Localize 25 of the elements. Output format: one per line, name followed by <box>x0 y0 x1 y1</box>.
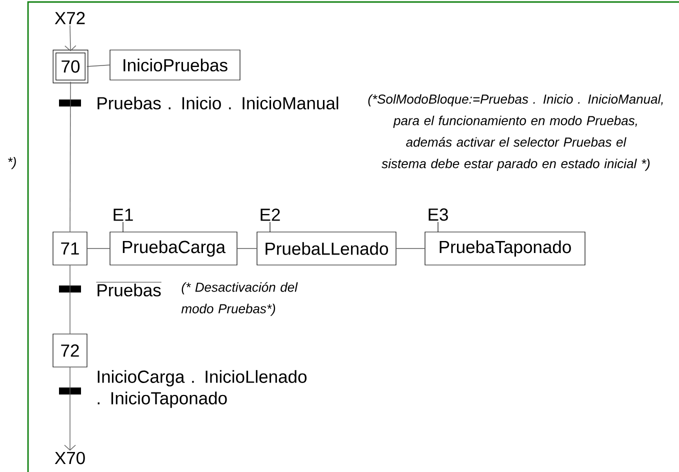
action-box: PruebaCarga <box>110 232 238 266</box>
comment-text: (* Desactivación del modo Pruebas*) <box>181 282 298 316</box>
variable-label: E3 <box>428 208 448 221</box>
action-box: PruebaTaponado <box>424 232 586 266</box>
arrow <box>64 366 76 451</box>
action-box: InicioPruebas <box>110 50 240 80</box>
step-box: 71 <box>52 232 88 266</box>
connector-line <box>236 248 258 249</box>
arrow <box>64 24 76 52</box>
step-reference: X72 <box>54 12 85 24</box>
step-reference: X70 <box>54 452 85 464</box>
action-box: PruebaLLenado <box>256 232 396 266</box>
step-box: 72 <box>52 334 88 368</box>
connector-line <box>86 64 110 67</box>
transition-condition: InicioCarga . InicioLlenado . InicioTaponado <box>98 370 307 408</box>
initial-step-box: 70 <box>52 50 88 84</box>
comment-text: *) <box>8 156 16 170</box>
variable-label: E2 <box>260 208 280 221</box>
variable-label: E1 <box>114 208 133 221</box>
comment-text: (*SolModoBloque:=Pruebas . Inicio . InicioManual, para el funcionamiento en modo Pruebas, además activar el selector Pruebas el sistema debe estar parado en estado inicial *) <box>368 94 663 171</box>
connector-line <box>86 248 110 249</box>
transition-condition: Pruebas <box>96 282 162 296</box>
connector-line <box>396 248 426 249</box>
transition-condition: Pruebas . Inicio . InicioManual <box>98 96 338 110</box>
connector-line <box>70 81 71 232</box>
